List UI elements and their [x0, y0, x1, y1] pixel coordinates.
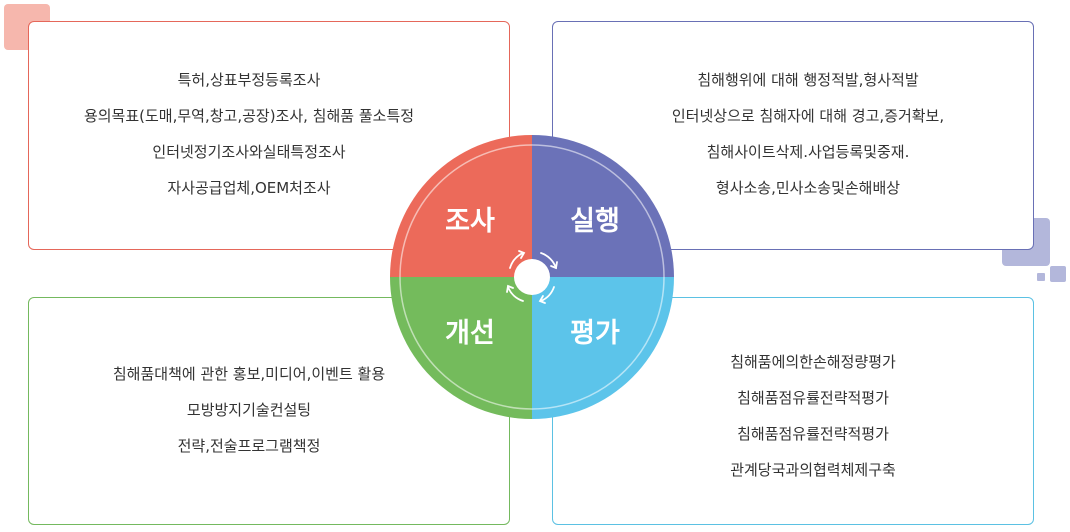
quadrant-label-improvement: 개선	[445, 318, 495, 349]
quadrant-evaluation[interactable]	[532, 277, 674, 419]
box-evaluation-line: 침해품점유률전략적평가	[737, 389, 889, 407]
box-investigation-line: 특허,상표부정등록조사	[177, 71, 321, 89]
box-investigation-line: 인터넷정기조사와실태특정조사	[152, 143, 346, 161]
box-investigation-line: 자사공급업체,OEM처조사	[167, 179, 331, 197]
quadrant-investigation[interactable]	[390, 135, 532, 277]
quadrant-label-evaluation: 평가	[570, 318, 620, 349]
wheel-inner-ring	[399, 144, 665, 410]
box-evaluation-line: 침해품에의한손해정량평가	[730, 353, 896, 371]
box-execution-line: 형사소송,민사소송및손해배상	[715, 179, 901, 197]
decor-square-small-blue	[1037, 273, 1045, 281]
box-improvement-line: 모방방지기술컨설팅	[186, 401, 312, 419]
box-improvement: 침해품대책에 관한 홍보,미디어,이벤트 활용 모방방지기술컨설팅 전략,전술프…	[28, 297, 510, 525]
box-execution-line: 침해사이트삭제.사업등록및중재.	[706, 143, 910, 161]
quadrant-label-execution: 실행	[570, 206, 620, 237]
wheel-center-hub	[514, 259, 550, 295]
box-evaluation-line: 관계당국과의협력체제구축	[730, 461, 896, 479]
quadrant-execution[interactable]	[532, 135, 674, 277]
box-execution-line: 인터넷상으로 침해자에 대해 경고,증거확보,	[671, 107, 945, 125]
cycle-arrows-icon	[506, 250, 558, 304]
quadrant-improvement[interactable]	[390, 277, 532, 419]
quadrant-label-investigation: 조사	[445, 206, 495, 237]
box-improvement-line: 침해품대책에 관한 홍보,미디어,이벤트 활용	[112, 365, 386, 383]
box-evaluation: 침해품에의한손해정량평가 침해품점유률전략적평가 침해품점유률전략적평가 관계당…	[552, 297, 1034, 525]
box-improvement-line: 전략,전술프로그램책정	[177, 437, 321, 455]
decor-square-medium-blue	[1050, 266, 1066, 282]
box-evaluation-line: 침해품점유률전략적평가	[737, 425, 889, 443]
box-investigation-line: 용의목표(도매,무역,창고,공장)조사, 침해품 풀소특정	[83, 107, 415, 125]
box-execution-line: 침해행위에 대해 행정적발,형사적발	[697, 71, 919, 89]
